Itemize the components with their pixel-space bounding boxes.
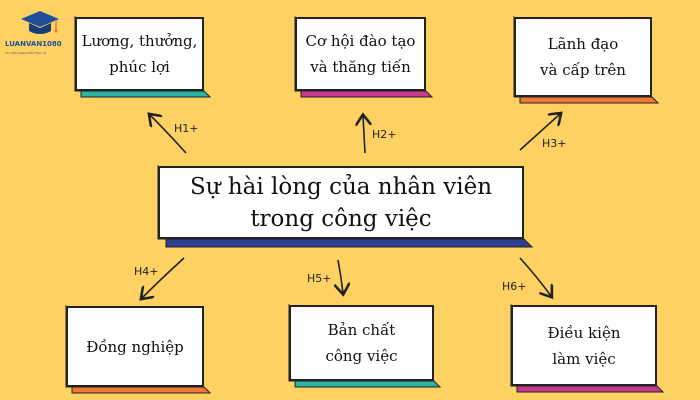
box-b1-line2: phúc lợi (109, 58, 170, 76)
box-b2-line1: Cơ hội đào tạo (305, 32, 416, 50)
box-b6-line2: làm việc (552, 349, 616, 368)
arrow-h5 (338, 259, 343, 293)
arrow-h2 (363, 116, 365, 154)
label-h4: H4+ (134, 265, 159, 278)
box-b2-line2: và thăng tiến (310, 58, 411, 76)
box-b3-line1: Lãnh đạo (547, 35, 619, 53)
center-line1: Sự hài lòng của nhân viên (189, 173, 493, 200)
arrow-h3 (519, 114, 560, 151)
label-h3: H3+ (542, 137, 567, 150)
label-h5: H5+ (307, 272, 332, 285)
box-b5-line2: công việc (325, 347, 398, 365)
box-b1-line1: Lương, thưởng, (81, 32, 198, 50)
central-concept-box: Sự hài lòng của nhân viên trong công việc (158, 166, 524, 239)
arrow-h6 (519, 257, 551, 296)
box-b3-line2: và cấp trên (540, 61, 626, 79)
box-working-conditions: Điều kiện làm việc (511, 305, 657, 386)
box-training-promotion: Cơ hội đào tạo và thăng tiến (295, 17, 426, 91)
box-job-nature: Bản chất công việc (289, 305, 434, 381)
box-coworkers: Đồng nghiệp (66, 306, 204, 387)
arrow-h1 (150, 115, 187, 154)
center-line2: trong công việc (250, 205, 432, 232)
box-leadership: Lãnh đạo và cấp trên (514, 17, 652, 97)
box-b4-line1: Đồng nghiệp (86, 337, 184, 356)
logo-name: LUANVAN1080 (5, 40, 62, 48)
box-b6-line1: Điều kiện (547, 323, 621, 342)
label-h2: H2+ (372, 128, 397, 141)
arrow-h4 (142, 257, 185, 298)
graduation-cap-icon (21, 11, 59, 34)
logo-tagline: TƯ VẤN LUẬN VĂN THẠC SĨ (5, 51, 46, 55)
brand-logo: LUANVAN1080 TƯ VẤN LUẬN VĂN THẠC SĨ (3, 6, 65, 56)
box-salary-benefits: Lương, thưởng, phúc lợi (75, 17, 204, 91)
label-h1: H1+ (174, 122, 199, 135)
box-b5-line1: Bản chất (327, 321, 396, 339)
label-h6: H6+ (502, 280, 527, 293)
